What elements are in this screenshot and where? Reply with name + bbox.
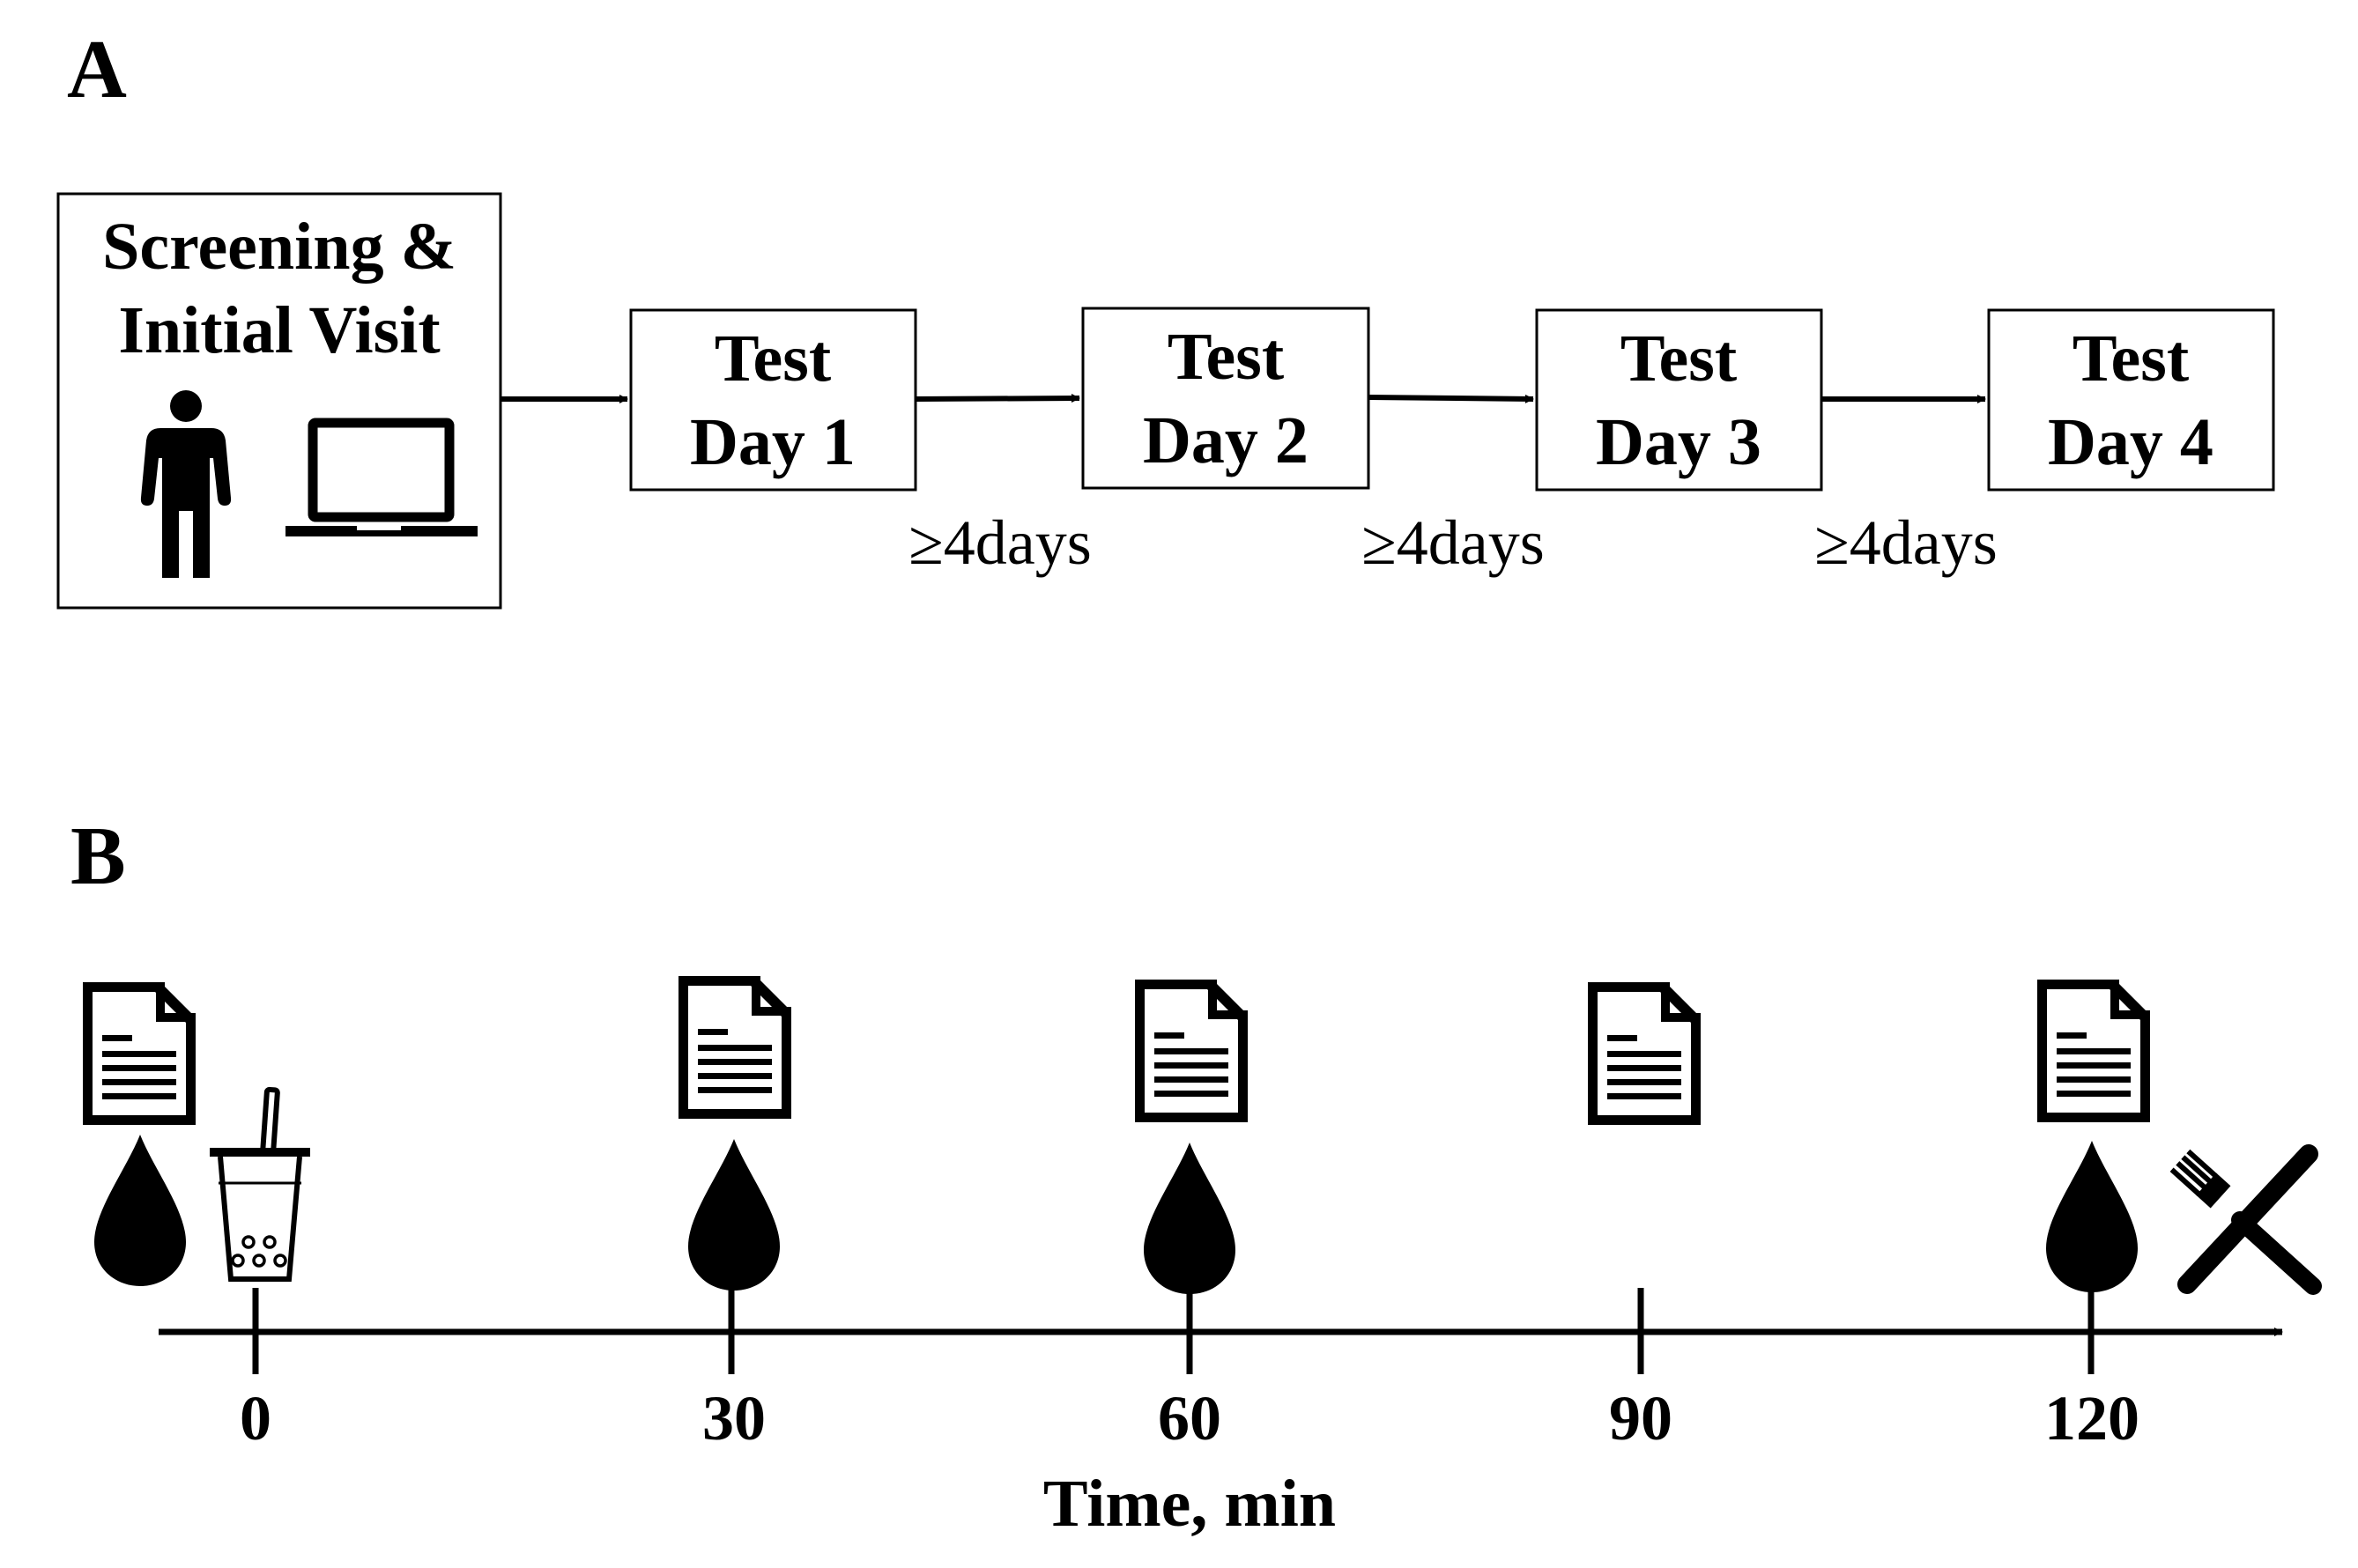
drink-cup-icon	[210, 1086, 310, 1282]
blood-drop-icon	[94, 1135, 186, 1286]
fork-knife-icon	[2169, 1144, 2322, 1295]
panel-b: B 0 30 60 90 120 Time, min	[70, 810, 2322, 1541]
test-day-2-line2: Day 2	[1143, 403, 1309, 477]
blood-drop-icon	[1144, 1143, 1235, 1294]
panel-a: A Screening & Initial Visit Test Da	[56, 24, 2275, 610]
flow-arrow-2	[915, 394, 1080, 403]
axis-title: Time, min	[1043, 1467, 1336, 1541]
flow-arrow-3	[1368, 394, 1534, 403]
interval-label-2: ≥4days	[1361, 507, 1545, 578]
panel-a-label: A	[67, 24, 127, 115]
test-day-2-line1: Test	[1168, 320, 1284, 394]
tick-label-120: 120	[2044, 1383, 2139, 1453]
panel-b-label: B	[70, 810, 126, 902]
test-day-2-box: Test Day 2	[1081, 307, 1370, 490]
tick-label-0: 0	[240, 1383, 271, 1453]
test-day-4-box: Test Day 4	[1987, 308, 2275, 492]
test-day-4-line2: Day 4	[2048, 405, 2213, 479]
test-day-3-box: Test Day 3	[1535, 308, 1823, 492]
document-icon	[1135, 980, 1248, 1122]
person-icon	[140, 390, 232, 578]
tick-label-90: 90	[1609, 1383, 1672, 1453]
laptop-icon	[285, 418, 478, 536]
document-icon	[1588, 982, 1701, 1125]
test-day-4-line1: Test	[2073, 322, 2189, 396]
test-day-1-line2: Day 1	[690, 405, 856, 479]
test-day-3-line1: Test	[1620, 322, 1737, 396]
blood-drop-icon	[688, 1139, 780, 1291]
blood-drop-icon	[2046, 1141, 2138, 1292]
tick-label-30: 30	[702, 1383, 766, 1453]
screening-box-line1: Screening &	[102, 210, 456, 284]
screening-box-line2: Initial Visit	[118, 293, 440, 367]
test-day-1-box: Test Day 1	[629, 308, 917, 492]
document-icon	[83, 982, 196, 1125]
document-icon	[2037, 980, 2150, 1122]
test-day-3-line2: Day 3	[1596, 405, 1761, 479]
screening-box: Screening & Initial Visit	[56, 192, 502, 610]
interval-label-1: ≥4days	[908, 507, 1092, 578]
interval-label-3: ≥4days	[1814, 507, 1998, 578]
tick-label-60: 60	[1158, 1383, 1221, 1453]
test-day-1-line1: Test	[715, 322, 831, 396]
document-icon	[678, 976, 791, 1119]
